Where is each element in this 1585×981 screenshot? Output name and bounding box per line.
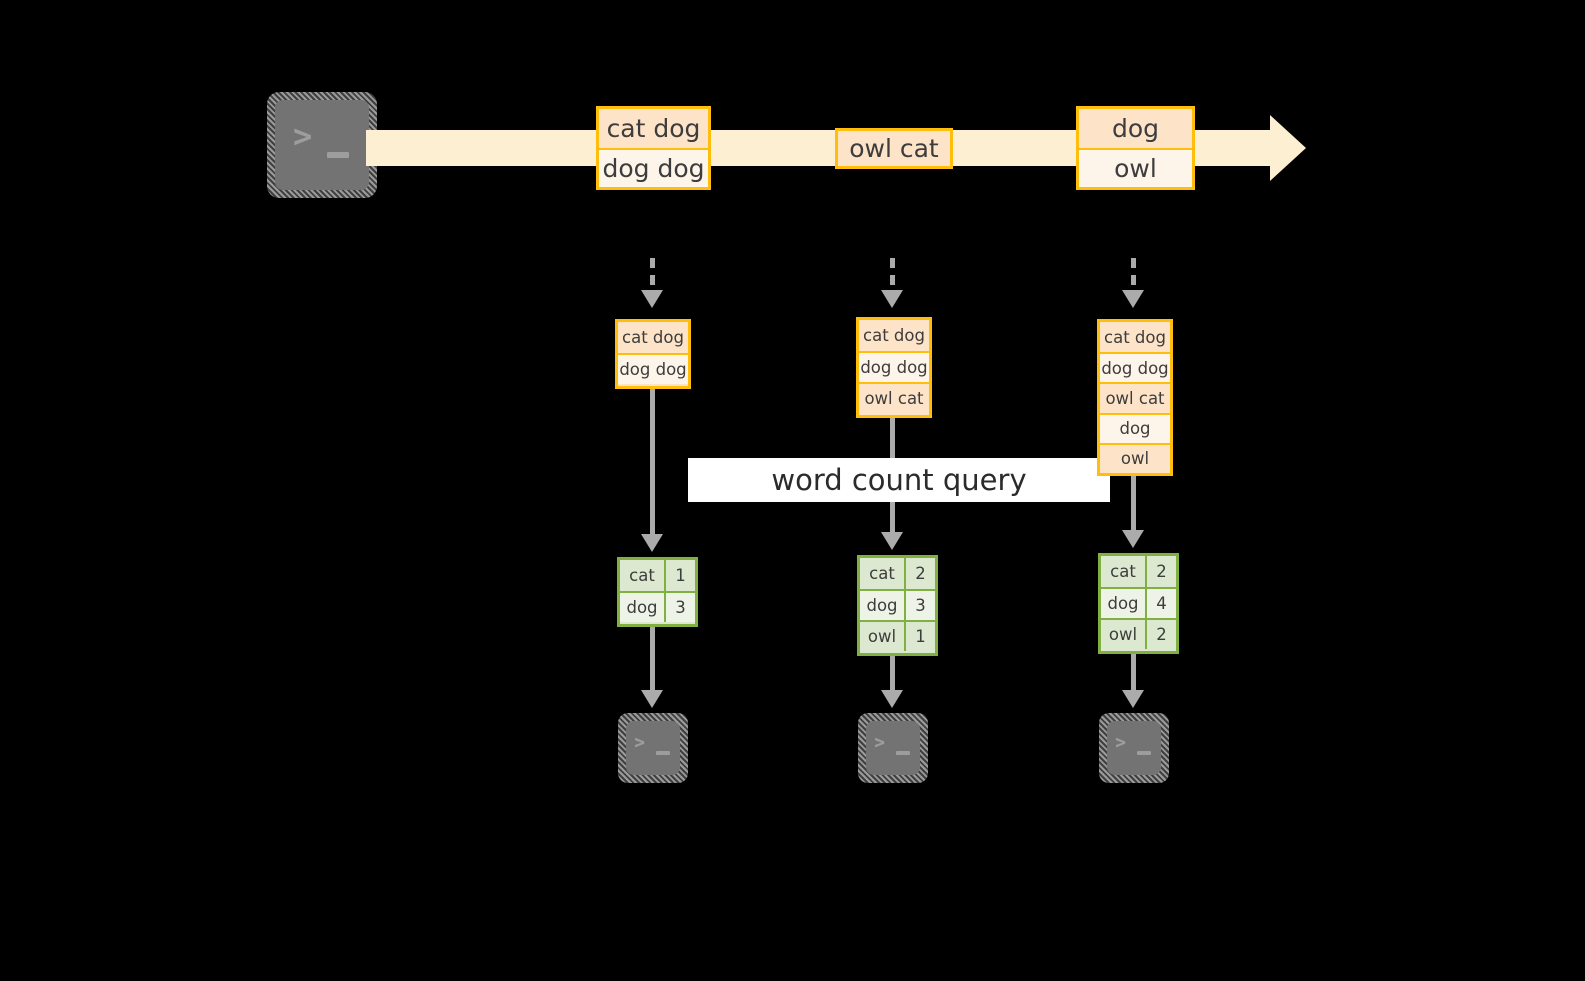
snapshot-2-tap-line: [890, 258, 895, 292]
stream-arrowhead: [1270, 115, 1306, 181]
result-count-cell: 3: [666, 593, 695, 622]
result-count-cell: 2: [1147, 556, 1176, 587]
snapshot-1-query-arrowhead: [641, 534, 663, 552]
snapshot-2-sink-terminal-icon: >: [858, 713, 928, 783]
result-count-cell: 1: [666, 560, 695, 591]
table-row: dog 3: [620, 591, 695, 622]
table-row: owl 1: [860, 620, 935, 651]
terminal-prompt-chevron-glyph: >: [293, 117, 313, 155]
snapshot-2-tap-arrowhead: [881, 290, 903, 308]
stream-message-line: dog: [1079, 109, 1192, 148]
table-row: cat 1: [620, 560, 695, 591]
snapshot-1-sink-terminal-icon: >: [618, 713, 688, 783]
snapshot-input-line: owl cat: [1100, 382, 1170, 413]
snapshot-1-input-box: cat dog dog dog: [615, 319, 691, 389]
terminal-cursor-underscore-glyph: [896, 751, 910, 755]
table-row: dog 4: [1101, 587, 1176, 618]
table-row: owl 2: [1101, 618, 1176, 649]
result-count-cell: 2: [906, 558, 935, 589]
stream-message-3: dog owl: [1076, 106, 1195, 190]
stream-message-line: cat dog: [599, 109, 708, 148]
snapshot-3-tap-arrowhead: [1122, 290, 1144, 308]
result-word-cell: dog: [1101, 589, 1147, 618]
snapshot-2-sink-line: [890, 656, 895, 692]
terminal-prompt-chevron-glyph: >: [635, 732, 646, 754]
snapshot-input-line: dog: [1100, 412, 1170, 443]
stream-message-line: dog dog: [599, 148, 708, 187]
stream-message-line: owl cat: [838, 131, 950, 166]
snapshot-2-query-arrowhead: [881, 532, 903, 550]
stream-message-1: cat dog dog dog: [596, 106, 711, 190]
result-word-cell: owl: [860, 622, 906, 651]
snapshot-3-input-box: cat dog dog dog owl cat dog owl: [1097, 319, 1173, 476]
result-count-cell: 4: [1147, 589, 1176, 618]
terminal-cursor-underscore-glyph: [327, 152, 349, 158]
result-count-cell: 3: [906, 591, 935, 620]
terminal-screen: >: [866, 721, 920, 775]
stream-message-2: owl cat: [835, 128, 953, 169]
snapshot-2-result-table: cat 2 dog 3 owl 1: [857, 555, 938, 656]
query-label: word count query: [688, 458, 1110, 502]
result-count-cell: 2: [1147, 620, 1176, 649]
snapshot-3-result-table: cat 2 dog 4 owl 2: [1098, 553, 1179, 654]
snapshot-input-line: cat dog: [1100, 322, 1170, 353]
result-count-cell: 1: [906, 622, 935, 651]
snapshot-3-sink-arrowhead: [1122, 690, 1144, 708]
snapshot-2-sink-arrowhead: [881, 690, 903, 708]
snapshot-3-query-line: [1131, 476, 1136, 533]
terminal-prompt-chevron-glyph: >: [1116, 732, 1127, 754]
stream-source-terminal-icon: >: [267, 92, 377, 198]
result-word-cell: owl: [1101, 620, 1147, 649]
table-row: cat 2: [1101, 556, 1176, 587]
terminal-screen: >: [626, 721, 680, 775]
snapshot-3-tap-line: [1131, 258, 1136, 292]
snapshot-3-sink-terminal-icon: >: [1099, 713, 1169, 783]
snapshot-3-query-arrowhead: [1122, 530, 1144, 548]
snapshot-1-tap-line: [650, 258, 655, 292]
snapshot-input-line: dog dog: [859, 351, 929, 382]
table-row: dog 3: [860, 589, 935, 620]
table-row: cat 2: [860, 558, 935, 589]
snapshot-1-tap-arrowhead: [641, 290, 663, 308]
terminal-cursor-underscore-glyph: [1137, 751, 1151, 755]
snapshot-input-line: dog dog: [1100, 352, 1170, 383]
terminal-cursor-underscore-glyph: [656, 751, 670, 755]
result-word-cell: dog: [860, 591, 906, 620]
snapshot-3-sink-line: [1131, 654, 1136, 692]
snapshot-input-line: cat dog: [859, 320, 929, 351]
snapshot-input-line: owl: [1100, 442, 1170, 473]
result-word-cell: cat: [1101, 556, 1147, 587]
stream-message-line: owl: [1079, 148, 1192, 187]
terminal-screen: >: [275, 100, 369, 190]
snapshot-input-line: dog dog: [618, 353, 688, 384]
snapshot-1-query-line: [650, 389, 655, 537]
snapshot-input-line: owl cat: [859, 382, 929, 413]
snapshot-2-input-box: cat dog dog dog owl cat: [856, 317, 932, 418]
result-word-cell: dog: [620, 593, 666, 622]
terminal-prompt-chevron-glyph: >: [875, 732, 886, 754]
snapshot-input-line: cat dog: [618, 322, 688, 353]
snapshot-1-sink-line: [650, 627, 655, 692]
terminal-screen: >: [1107, 721, 1161, 775]
result-word-cell: cat: [620, 560, 666, 591]
snapshot-1-result-table: cat 1 dog 3: [617, 557, 698, 627]
query-label-text: word count query: [771, 463, 1027, 497]
snapshot-1-sink-arrowhead: [641, 690, 663, 708]
result-word-cell: cat: [860, 558, 906, 589]
